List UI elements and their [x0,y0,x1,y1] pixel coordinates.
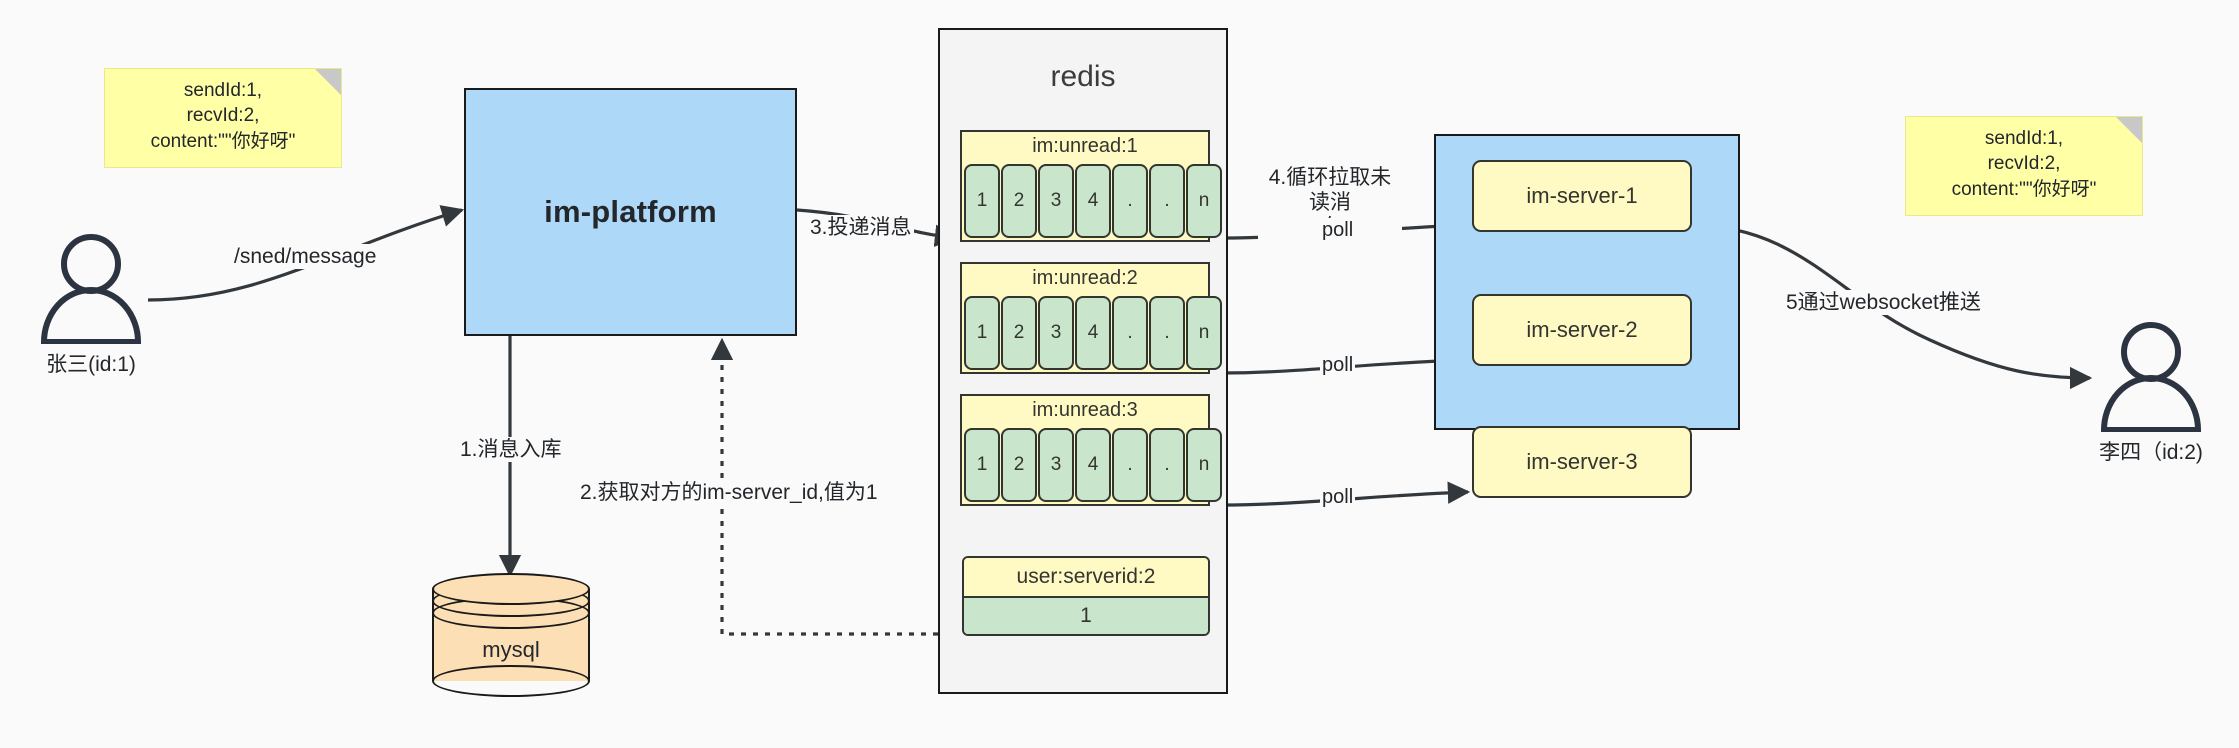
node-im-server-3[interactable]: im-server-3 [1472,426,1692,498]
redis-cell[interactable]: 4 [1075,164,1111,238]
note-right-text: sendId:1, recvId:2, content:""你好呀" [1951,127,2097,200]
redis-kv-user-serverid[interactable]: user:serverid:2 1 [962,556,1210,636]
note-fold-corner-icon [2116,117,2142,143]
redis-cell[interactable]: n [1186,296,1222,370]
redis-cell[interactable]: n [1186,428,1222,502]
node-mysql[interactable]: mysql [432,573,590,697]
redis-key-group-2[interactable]: im:unread:2 1 2 3 4 . . n [960,262,1222,374]
edge-label-step1: 1.消息入库 [458,437,564,463]
redis-cell[interactable]: 2 [1001,164,1037,238]
mysql-top-ellipse [432,573,590,605]
redis-cell[interactable]: . [1149,164,1185,238]
note-left-text: sendId:1, recvId:2, content:""你好呀" [150,79,296,152]
redis-key-group-3[interactable]: im:unread:3 1 2 3 4 . . n [960,394,1222,506]
redis-title: redis [1050,60,1116,93]
edge-label-step2: 2.获取对方的im-server_id,值为1 [578,480,880,506]
redis-kv-value: 1 [964,596,1208,634]
actor-sender-label: 张三(id:1) [46,353,136,376]
im-platform-label: im-platform [544,194,717,229]
node-im-server-1[interactable]: im-server-1 [1472,160,1692,232]
user-icon [2100,322,2202,433]
user-icon [40,234,142,345]
redis-cell[interactable]: . [1112,296,1148,370]
note-right-message-payload: sendId:1, recvId:2, content:""你好呀" [1905,116,2143,216]
note-fold-corner-icon [315,69,341,95]
mysql-label: mysql [482,637,540,662]
edge-label-poll-3: poll [1320,485,1356,509]
node-im-server-2[interactable]: im-server-2 [1472,294,1692,366]
redis-cell[interactable]: 1 [964,164,1000,238]
edge-label-send-message: /sned/message [232,244,379,270]
redis-cell[interactable]: n [1186,164,1222,238]
note-left-message-payload: sendId:1, recvId:2, content:""你好呀" [104,68,342,168]
container-im-servers: im-server-1 im-server-2 im-server-3 [1434,134,1740,498]
redis-key-title-1: im:unread:1 [1032,135,1138,157]
redis-cell[interactable]: 4 [1075,296,1111,370]
node-im-platform[interactable]: im-platform [464,88,797,336]
redis-cell[interactable]: . [1112,428,1148,502]
edge-label-step5: 5通过websocket推送 [1784,290,1983,316]
redis-cell[interactable]: . [1149,428,1185,502]
redis-cell[interactable]: . [1149,296,1185,370]
redis-cell[interactable]: 3 [1038,428,1074,502]
redis-cell[interactable]: . [1112,164,1148,238]
redis-cell[interactable]: 3 [1038,296,1074,370]
mysql-bottom-ellipse [432,665,590,697]
edge-label-poll-2: poll [1320,353,1356,377]
actor-sender: 张三(id:1) [32,232,150,382]
im-server-3-label: im-server-3 [1526,449,1638,474]
edge-label-step3: 3.投递消息 [808,215,914,241]
redis-cell[interactable]: 1 [964,428,1000,502]
redis-cell[interactable]: 4 [1075,428,1111,502]
redis-kv-key: user:serverid:2 [964,558,1208,596]
im-server-1-label: im-server-1 [1526,183,1638,208]
redis-cell[interactable]: 1 [964,296,1000,370]
im-server-2-label: im-server-2 [1526,317,1638,342]
redis-cell[interactable]: 2 [1001,296,1037,370]
redis-key-title-2: im:unread:2 [1032,267,1138,289]
redis-cell[interactable]: 2 [1001,428,1037,502]
redis-cells-3: 1 2 3 4 . . n [964,428,1222,502]
actor-receiver-label: 李四（id:2) [2099,441,2203,464]
redis-cells-1: 1 2 3 4 . . n [964,164,1222,238]
redis-key-title-3: im:unread:3 [1032,399,1138,421]
redis-cell[interactable]: 3 [1038,164,1074,238]
redis-cells-2: 1 2 3 4 . . n [964,296,1222,370]
edge-label-poll-1: poll [1320,218,1356,242]
container-redis: redis im:unread:1 1 2 3 4 . . n im:unrea… [938,28,1228,694]
redis-key-group-1[interactable]: im:unread:1 1 2 3 4 . . n [960,130,1222,242]
actor-receiver: 李四（id:2) [2092,320,2210,470]
